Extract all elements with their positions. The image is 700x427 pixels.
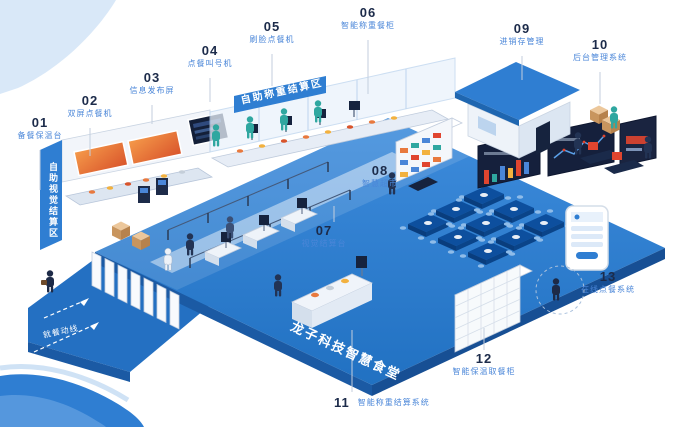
pickup-lockers <box>454 264 533 353</box>
callout-10: 10 后台管理系统 <box>560 38 640 62</box>
callout-11-number: 11 <box>334 395 350 410</box>
callout-10-number: 10 <box>591 37 609 52</box>
callout-01-number: 01 <box>31 115 49 130</box>
leader-lines <box>39 40 601 392</box>
weighing-checkout-counter <box>291 256 373 328</box>
serving-counter <box>210 109 450 168</box>
callout-12: 12 智能保温取餐柜 <box>442 352 526 376</box>
callout-11: 11 智能称重结算系统 <box>334 396 430 409</box>
zone-label-visual-settlement: 自助视觉结算区 <box>48 161 58 239</box>
warehouse-house <box>455 62 580 159</box>
callout-03: 03 信息发布屏 <box>120 71 184 95</box>
callout-13-number: 13 <box>599 269 617 284</box>
callout-06-number: 06 <box>359 5 377 20</box>
callout-01: 01 备餐保温台 <box>8 116 72 140</box>
callout-13: 13 在线点餐系统 <box>570 270 646 294</box>
flow-arrows <box>33 298 99 353</box>
weighing-zone-sign <box>234 76 326 113</box>
callout-07: 07 视觉结算台 <box>292 224 356 248</box>
callout-04: 04 点餐叫号机 <box>178 44 242 68</box>
callout-10-label: 后台管理系统 <box>573 53 627 62</box>
people <box>41 100 652 301</box>
callout-07-label: 视觉结算台 <box>301 239 347 248</box>
callout-04-label: 点餐叫号机 <box>187 59 233 68</box>
callout-03-number: 03 <box>143 70 161 85</box>
menu-screen <box>73 140 129 177</box>
callout-08-number: 08 <box>371 163 389 178</box>
callout-13-label: 在线点餐系统 <box>581 285 635 294</box>
callout-09-number: 09 <box>513 21 531 36</box>
callout-05: 05 刷脸点餐机 <box>240 20 304 44</box>
online-ordering-phone <box>565 205 609 271</box>
callout-03-label: 信息发布屏 <box>129 86 175 95</box>
callout-12-number: 12 <box>475 351 493 366</box>
scan-circle <box>535 265 585 315</box>
callout-11-label: 智能称重结算系统 <box>357 397 430 407</box>
dual-screen-kiosks <box>138 178 168 203</box>
callout-01-label: 备餐保温台 <box>17 131 63 140</box>
callout-02-number: 02 <box>81 93 99 108</box>
callout-09-label: 进销存管理 <box>499 37 545 46</box>
callout-05-label: 刷脸点餐机 <box>249 35 295 44</box>
callout-06-label: 智能称重餐柜 <box>341 21 395 30</box>
callout-12-label: 智能保温取餐柜 <box>452 367 516 376</box>
callout-04-number: 04 <box>201 43 219 58</box>
callout-05-number: 05 <box>263 19 281 34</box>
callout-02-label: 双屏点餐机 <box>67 109 113 118</box>
callout-09: 09 进销存管理 <box>486 22 558 46</box>
smart-supermarket-shelf <box>395 117 463 191</box>
callout-06: 06 智能称重餐柜 <box>330 6 406 30</box>
menu-screen <box>127 129 183 166</box>
callout-08-label: 智慧超市 <box>362 179 398 188</box>
callout-07-number: 07 <box>315 223 333 238</box>
decor-bottom-left-wave <box>0 363 144 427</box>
entrance-apron <box>28 255 210 382</box>
back-office-desks <box>580 142 644 174</box>
callout-02: 02 双屏点餐机 <box>58 94 122 118</box>
callout-08: 08 智慧超市 <box>350 164 410 188</box>
decor-top-left-blob <box>0 0 116 94</box>
